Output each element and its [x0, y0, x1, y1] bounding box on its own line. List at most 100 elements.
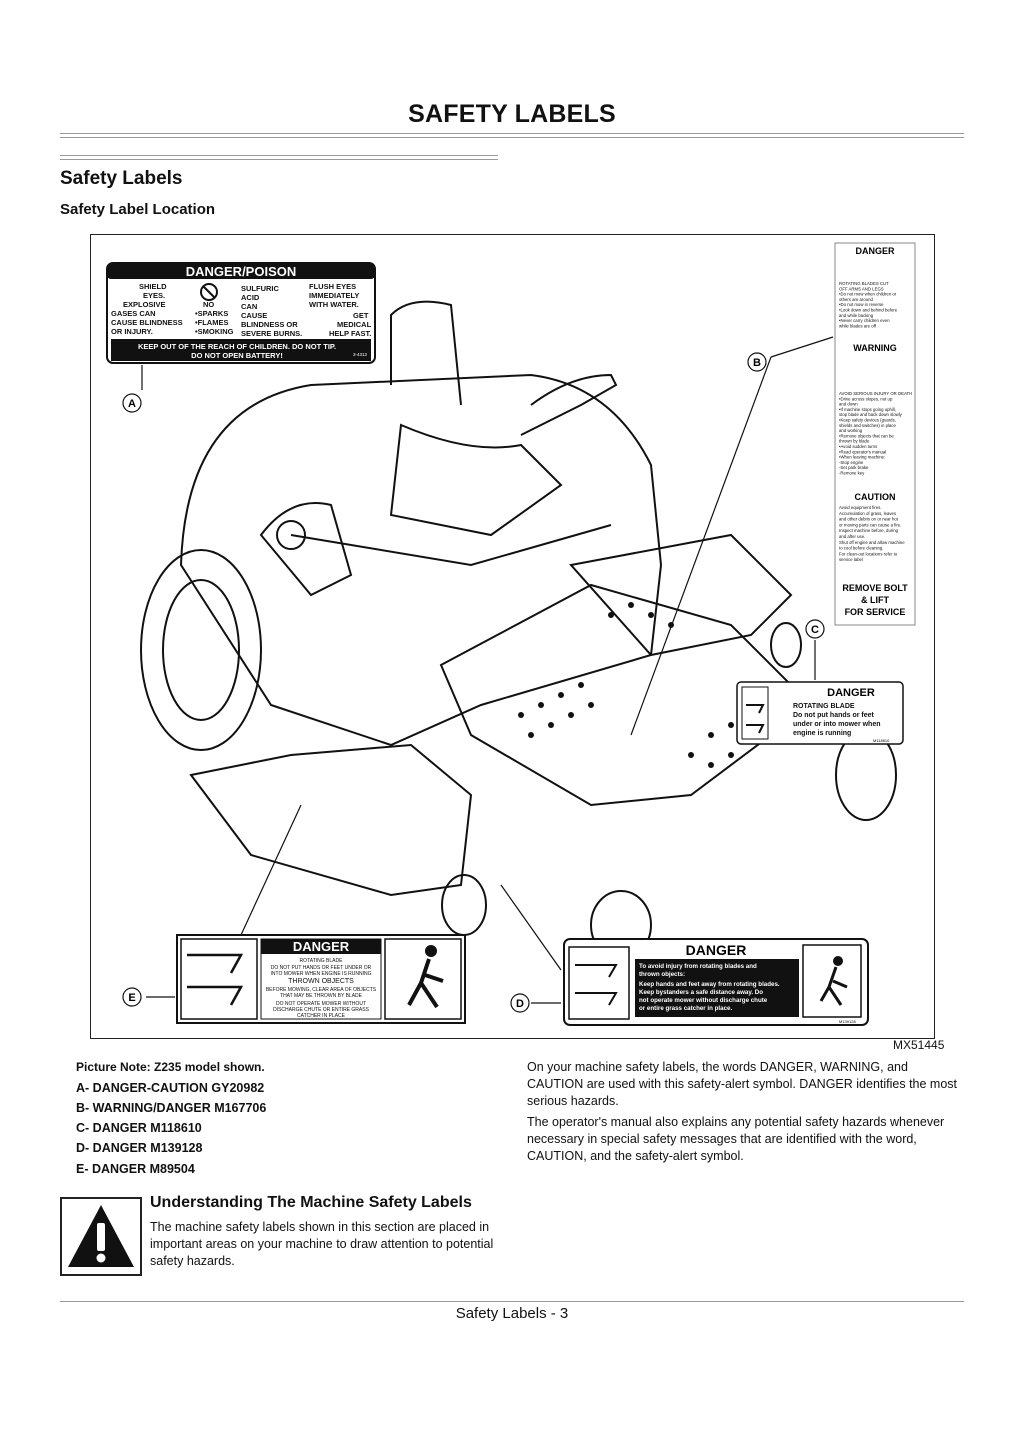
label-b-text: •Remove objects that can be — [839, 433, 894, 438]
label-d-text: To avoid injury from rotating blades and — [639, 963, 757, 970]
footer-rule — [60, 1301, 964, 1302]
label-b-text: •If machine stops going uphill, — [839, 407, 896, 412]
label-d-code: M139128 — [839, 1019, 856, 1024]
left-rear-tire — [140, 549, 262, 751]
label-a-text: OR INJURY. — [111, 327, 153, 336]
section-rule — [60, 159, 498, 160]
label-b-text: or moving parts can cause a fire. — [839, 522, 901, 527]
label-a-text: CAN — [241, 302, 257, 311]
label-a-text: NO — [203, 300, 214, 309]
label-b-remove-bolt: REMOVE BOLT — [842, 583, 908, 593]
safety-alert-box — [60, 1197, 142, 1276]
label-b-text: ROTATING BLADES CUT — [839, 281, 889, 286]
label-b-text: and after use. — [839, 534, 865, 539]
label-a-text: ACID — [241, 293, 260, 302]
section-rule — [60, 155, 498, 156]
label-e-text: DO NOT PUT HANDS OR FEET UNDER OR — [271, 965, 372, 971]
floor-plate — [439, 583, 813, 807]
label-b-text: •When leaving machine: — [839, 455, 885, 460]
label-a-text: WITH WATER. — [309, 300, 359, 309]
label-c-text: engine is running — [793, 730, 851, 737]
callout-d: D — [510, 993, 530, 1013]
label-e-text: INTO MOWER WHEN ENGINE IS RUNNING — [270, 971, 371, 977]
label-b-danger-title: DANGER — [855, 246, 895, 256]
label-list-item: E- DANGER M89504 — [76, 1162, 195, 1176]
label-a-footer: DO NOT OPEN BATTERY! — [191, 351, 283, 360]
label-b-remove-bolt: FOR SERVICE — [845, 607, 906, 617]
front-caster-left — [441, 874, 487, 936]
label-b-text: •Do not mow when children or — [839, 292, 897, 297]
section-heading: Safety Labels — [60, 168, 183, 189]
label-a-text: SULFURIC — [241, 284, 279, 293]
title-rule — [60, 137, 964, 138]
safety-alert-icon — [68, 1205, 134, 1267]
label-b-text: -Remove key — [839, 471, 865, 476]
understanding-heading: Understanding The Machine Safety Labels — [150, 1194, 472, 1211]
label-b-text: •Do not mow in reverse — [839, 302, 884, 307]
label-c-text: ROTATING BLADE — [793, 703, 855, 710]
label-a-text: •SMOKING — [195, 327, 234, 336]
label-a-text: GASES CAN — [111, 309, 156, 318]
label-b-warning-title: WARNING — [853, 343, 897, 353]
label-c-text: under or into mower when — [793, 721, 881, 728]
label-b-text: OFF ARMS AND LEGS — [839, 286, 884, 291]
label-a-text: CAUSE — [241, 311, 267, 320]
floor-dots — [518, 602, 774, 768]
sub-heading: Safety Label Location — [60, 201, 216, 218]
picture-note: Picture Note: Z235 model shown. — [76, 1060, 265, 1074]
label-b-text: Accumulation of grass, leaves — [839, 511, 896, 516]
label-b-text: Inspect machine before, during — [839, 528, 899, 533]
callout-c-label: C — [811, 624, 819, 636]
title-rule — [60, 133, 964, 134]
label-a-text: CAUSE BLINDNESS — [111, 318, 183, 327]
label-e-text: ROTATING BLADE — [300, 958, 344, 964]
callout-d-label: D — [516, 998, 524, 1010]
callout-e-label: E — [128, 992, 135, 1004]
callout-a: A — [122, 393, 142, 413]
label-e-danger: DANGER ROTATING BLADE DO NOT PUT HANDS O… — [176, 934, 466, 1024]
understanding-text: The machine safety labels shown in this … — [150, 1220, 494, 1268]
label-b-text: and working — [839, 428, 863, 433]
callout-a-label: A — [128, 398, 136, 410]
label-d-text: thrown objects: — [639, 971, 685, 978]
label-b-text: AVOID SERIOUS INJURY OR DEATH — [839, 391, 912, 396]
label-a-text: EYES. — [143, 291, 165, 300]
label-b-text: others are around — [839, 297, 874, 302]
label-b-text: and while backing — [839, 313, 874, 318]
no-flame-icon — [200, 283, 218, 301]
mower-body — [179, 373, 663, 747]
label-b-text: service label — [839, 557, 863, 562]
seat — [389, 423, 563, 537]
label-e-title: DANGER — [293, 939, 350, 954]
label-b-text: and down — [839, 402, 858, 407]
person-icon — [425, 945, 437, 957]
label-list-item: B- WARNING/DANGER M167706 — [76, 1101, 267, 1115]
discharge-chute — [189, 743, 473, 897]
callout-e: E — [122, 987, 142, 1007]
label-a-text: HELP FAST. — [329, 329, 371, 338]
label-d-title: DANGER — [686, 942, 747, 958]
label-e-text: CATCHER IN PLACE — [297, 1013, 346, 1019]
label-b-text: •Drive across slopes, not up — [839, 396, 893, 401]
label-b-text: •Never carry children even — [839, 318, 890, 323]
label-d-text: Keep bystanders a safe distance away. Do — [639, 989, 763, 996]
label-list-item: C- DANGER M118610 — [76, 1121, 202, 1135]
label-d-danger: DANGER To avoid injury from rotating bla… — [563, 938, 869, 1026]
mower-illustration: DANGER/POISON SHIELD EYES. EXPLOSIVE GAS… — [106, 242, 916, 1026]
label-a-text: GET — [353, 311, 369, 320]
label-a-text: BLINDNESS OR — [241, 320, 298, 329]
label-b-remove-bolt: & LIFT — [861, 595, 889, 605]
label-list-item: A- DANGER-CAUTION GY20982 — [76, 1081, 265, 1095]
label-b-text: Avoid equipment fires. — [839, 505, 881, 510]
label-c-text: Do not put hands or feet — [793, 712, 875, 719]
label-a-text: MEDICAL — [337, 320, 372, 329]
label-b-text: while blades are off — [839, 323, 877, 328]
label-a-title: DANGER/POISON — [186, 264, 297, 279]
lap-bar — [520, 373, 618, 436]
label-e-text: THROWN OBJECTS — [288, 978, 354, 985]
label-c-code: M118610 — [873, 738, 890, 743]
label-d-text: Keep hands and feet away from rotating b… — [639, 981, 780, 988]
body-paragraph: On your machine safety labels, the words… — [527, 1060, 958, 1108]
label-b-text: •Read operator's manual — [839, 449, 886, 454]
